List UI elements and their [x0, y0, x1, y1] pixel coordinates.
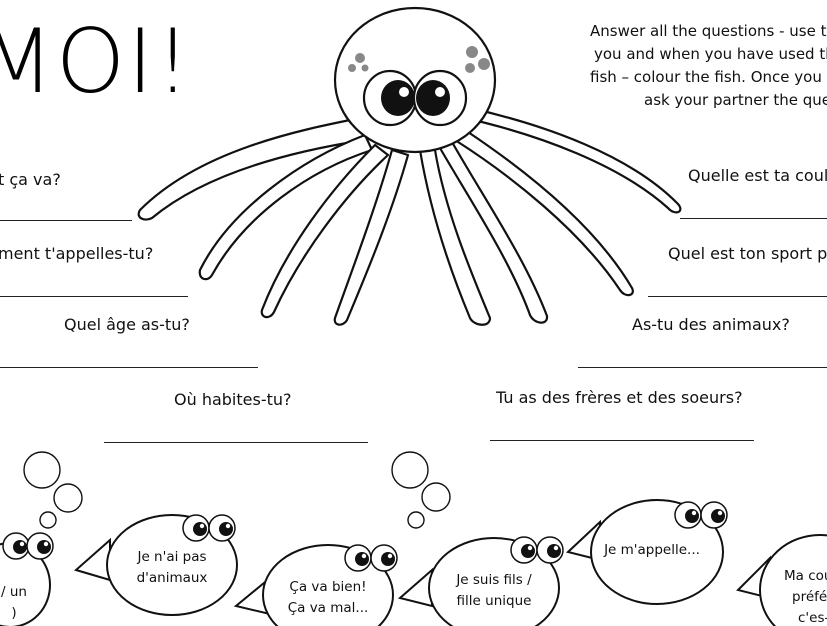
fish-text-line: fille unique	[456, 593, 532, 609]
fish-illustrations	[0, 499, 827, 626]
question-animals: As-tu des animaux?	[632, 315, 790, 334]
octopus-tentacle	[438, 140, 549, 324]
question-siblings: Tu as des frères et des soeurs?	[496, 388, 743, 407]
octopus-tentacle	[137, 116, 367, 221]
fish-text-line: c'es-	[798, 610, 827, 626]
fish-text-line: Ça va bien!	[289, 579, 367, 595]
fish-text: Ma cou préfé c'es-	[778, 566, 827, 626]
answer-line[interactable]	[0, 296, 188, 297]
answer-line[interactable]	[578, 367, 827, 368]
fish-text-line: )	[11, 605, 17, 621]
fish-text-line: Je n'ai pas	[137, 549, 207, 565]
fish-text-line: préfé	[792, 589, 827, 605]
fish-text-line: d'animaux	[136, 570, 208, 586]
octopus-illustration	[137, 6, 682, 326]
fish-text: Je m'appelle...	[592, 540, 712, 561]
octopus-tentacle	[333, 148, 410, 326]
octopus-eye	[416, 80, 450, 116]
instructions-line: fish – colour the fish. Once you h	[590, 68, 827, 86]
question-age: Quel âge as-tu?	[64, 315, 190, 334]
fish-text-line: Je m'appelle...	[604, 542, 700, 558]
instructions-line: you and when you have used the	[594, 45, 827, 63]
octopus-tentacle	[418, 148, 492, 326]
question-sport: Quel est ton sport p	[668, 244, 827, 263]
fish-text-line: Ma cou	[784, 568, 827, 584]
fish-text: Je n'ai pas d'animaux	[112, 547, 232, 589]
worksheet-title: MOI!	[0, 10, 193, 113]
answer-line[interactable]	[648, 296, 827, 297]
fish-text: / un )	[0, 582, 34, 624]
instructions-block: Answer all the questions - use th you an…	[584, 20, 827, 112]
octopus-head	[333, 6, 497, 154]
fish-text-line: Je suis fils /	[456, 572, 532, 588]
answer-line[interactable]	[0, 220, 132, 221]
octopus-tentacle	[260, 143, 390, 319]
answer-line[interactable]	[104, 442, 368, 443]
instructions-line: Answer all the questions - use th	[590, 22, 827, 40]
instructions-line: ask your partner the que	[644, 91, 827, 109]
question-ca-va: t ça va?	[0, 170, 61, 189]
answer-line[interactable]	[680, 218, 827, 219]
fish-text-line: / un	[1, 584, 27, 600]
octopus-tentacle	[463, 106, 682, 214]
fish-text: Ça va bien! Ça va mal...	[268, 577, 388, 619]
answer-line[interactable]	[490, 440, 754, 441]
octopus-tentacle	[453, 128, 634, 297]
bubbles-illustration	[23, 451, 451, 529]
answer-line[interactable]	[0, 367, 258, 368]
fish-text: Je suis fils / fille unique	[434, 570, 554, 612]
question-where-live: Où habites-tu?	[174, 390, 292, 409]
octopus-eye	[381, 80, 415, 116]
fish-text-line: Ça va mal...	[287, 600, 369, 616]
octopus-tentacle	[198, 133, 374, 281]
question-colour: Quelle est ta coul	[688, 166, 827, 185]
question-name: ment t'appelles-tu?	[0, 244, 154, 263]
